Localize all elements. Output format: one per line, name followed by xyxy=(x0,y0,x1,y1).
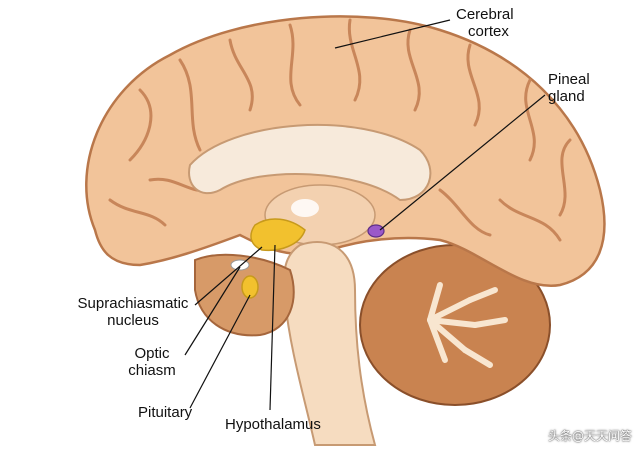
leader-lines xyxy=(184,19,546,411)
label-optic-chiasm: Optic chiasm xyxy=(128,345,176,379)
corpus-callosum xyxy=(188,123,432,202)
label-pineal-gland: Pineal gland xyxy=(548,71,590,105)
label-hypothalamus: Hypothalamus xyxy=(225,416,321,433)
optic-chiasm xyxy=(230,259,250,271)
pituitary-gland xyxy=(241,275,259,299)
hypothalamus-region xyxy=(250,218,306,252)
label-cerebral-cortex: Cerebral cortex xyxy=(456,6,514,40)
brainstem xyxy=(282,241,377,446)
label-pituitary: Pituitary xyxy=(138,404,193,421)
thalamus-highlight xyxy=(291,199,319,217)
watermark: 头条@天天问答 xyxy=(547,429,632,443)
label-suprachiasmatic-nucleus: Suprachiasmatic nucleus xyxy=(77,295,189,329)
pineal-gland-shape xyxy=(367,224,385,238)
cerebellum-arbor-vitae xyxy=(427,282,508,368)
